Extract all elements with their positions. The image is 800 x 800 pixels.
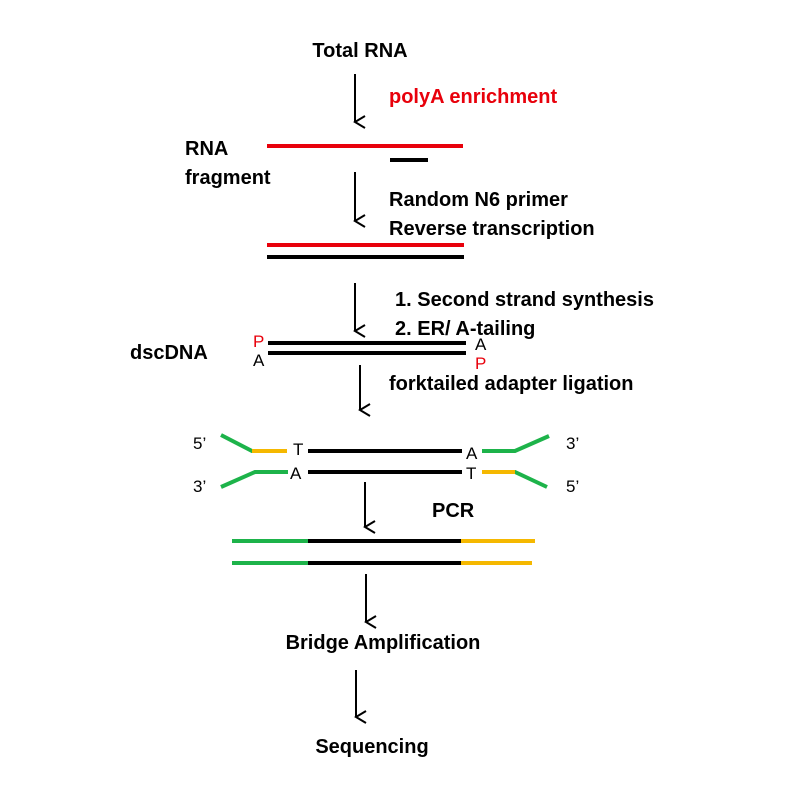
reverse-transcription-label: Reverse transcription (389, 218, 595, 240)
total-rna-label: Total RNA (312, 40, 407, 62)
five-prime-left: 5’ (193, 434, 206, 453)
phosphate-left: P (253, 332, 264, 351)
dscdna-label: dscDNA (130, 342, 208, 364)
three-prime-left: 3’ (193, 477, 206, 496)
t-bottom-right: T (466, 464, 476, 483)
pcr-label: PCR (432, 500, 475, 522)
five-prime-right: 5’ (566, 477, 579, 496)
left-adapter-top-green (220, 433, 287, 453)
a-top-right: A (466, 444, 478, 463)
second-strand-label: 1. Second strand synthesis (395, 289, 654, 311)
left-adapter-bottom-green (220, 470, 288, 489)
a-overhang-left: A (253, 351, 265, 370)
fragment-label: fragment (185, 167, 271, 189)
bridge-amplification-label: Bridge Amplification (286, 632, 481, 654)
polya-enrichment-label: polyA enrichment (389, 86, 558, 108)
primer-label: Random N6 primer (389, 189, 568, 211)
er-tailing-label: 2. ER/ A-tailing (395, 318, 535, 340)
adapter-ligation-label: forktailed adapter ligation (389, 373, 633, 395)
rna-label: RNA (185, 138, 228, 160)
a-bottom-left: A (290, 464, 302, 483)
sequencing-label: Sequencing (315, 736, 428, 758)
right-adapter-top-green (482, 434, 550, 453)
t-top-left: T (293, 440, 303, 459)
three-prime-right: 3’ (566, 434, 579, 453)
a-overhang-right: A (475, 335, 487, 354)
phosphate-right: P (475, 354, 486, 373)
right-adapter-bottom-green (482, 470, 548, 489)
